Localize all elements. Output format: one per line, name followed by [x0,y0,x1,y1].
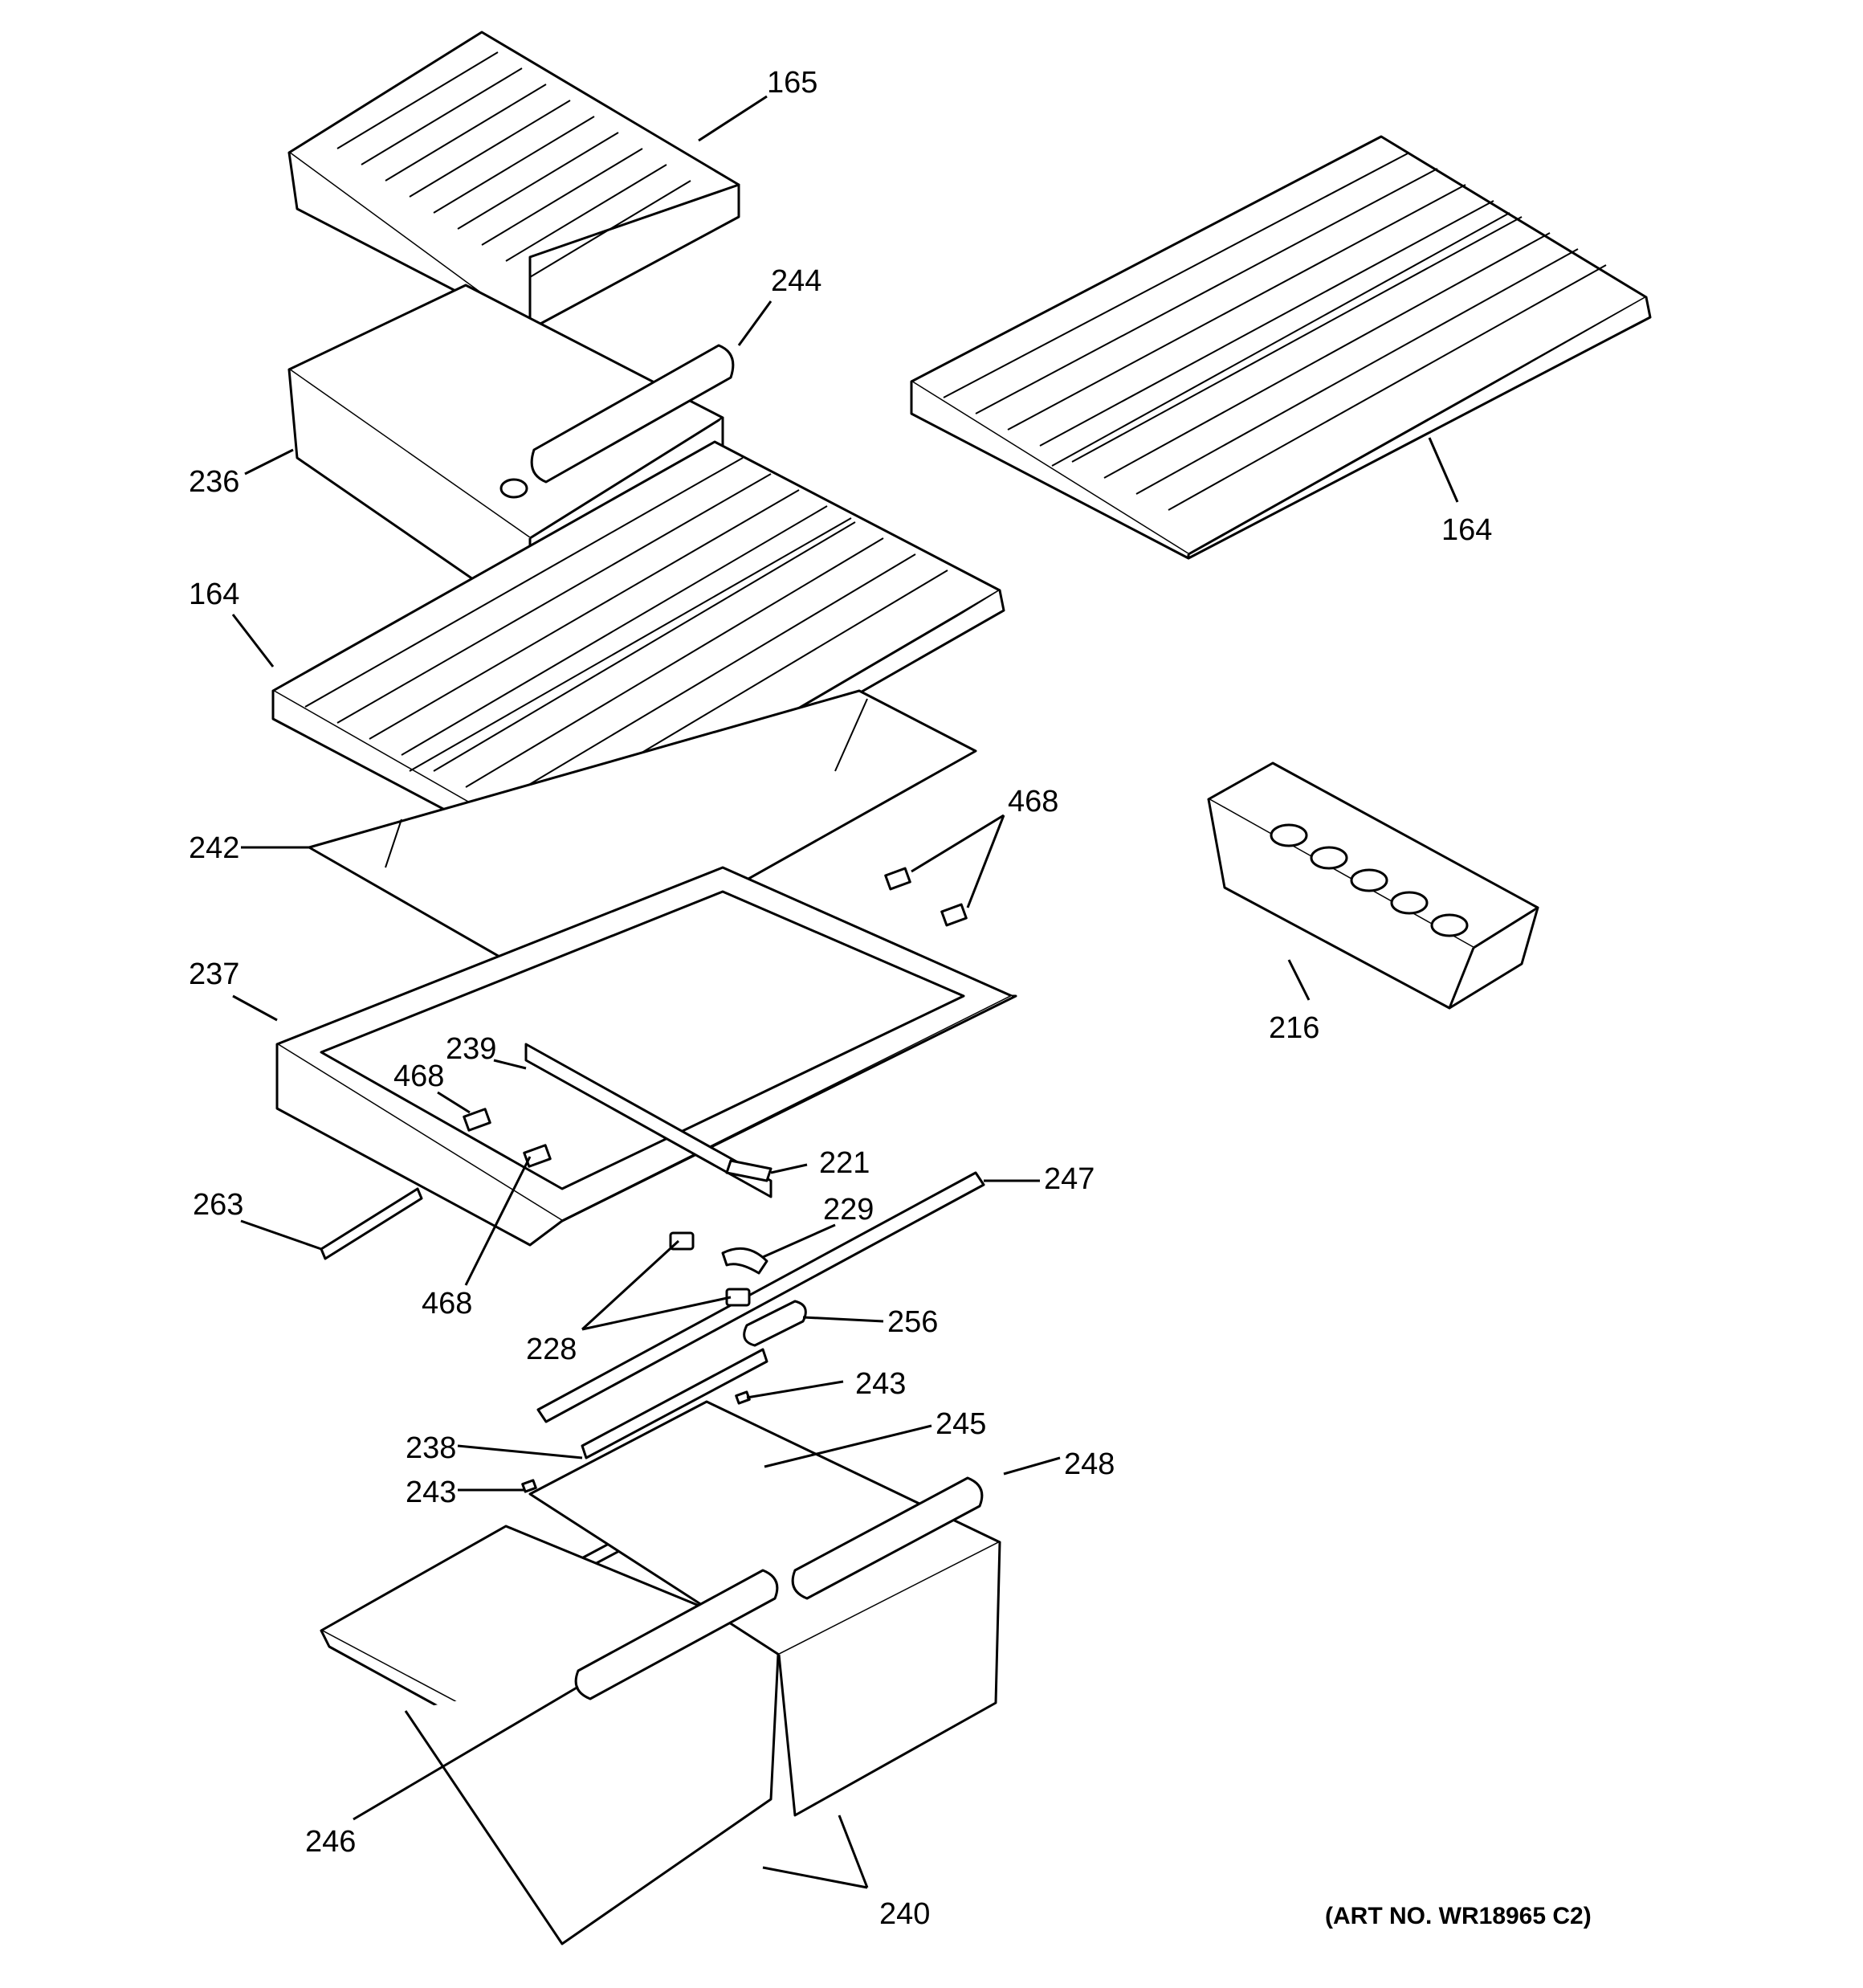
callout-165: 165 [767,66,817,100]
part-crisper-frame [275,866,1017,1247]
part-clip-243-b [521,1479,537,1493]
callout-164-right: 164 [1441,513,1492,547]
callout-244: 244 [771,264,821,298]
callout-245: 245 [936,1407,986,1441]
part-clip-243-a [735,1390,751,1405]
part-crisper-cover [287,31,740,331]
callout-468-low: 468 [422,1287,472,1321]
callout-468-mid: 468 [393,1059,444,1093]
part-egg-bin [1207,761,1539,1010]
callout-243-top: 243 [855,1367,906,1401]
callout-243-low: 243 [406,1476,456,1509]
callout-229: 229 [823,1193,874,1227]
callout-236: 236 [189,465,239,499]
callout-238: 238 [406,1431,456,1465]
part-bottom-rail [320,1187,423,1260]
part-crisper-drawer-left [320,1525,781,1945]
callout-237: 237 [189,957,239,991]
callout-242: 242 [189,831,239,865]
callout-240: 240 [879,1897,930,1931]
part-drawer-handle-248 [791,1476,984,1600]
callout-256: 256 [887,1305,938,1339]
callout-164-left: 164 [189,578,239,611]
part-crisper-drawer-right [528,1400,1001,1817]
art-number: (ART NO. WR18965 C2) [1325,1903,1592,1929]
part-crisper-handle [530,344,735,484]
callout-228: 228 [526,1333,577,1366]
part-glass-panel [308,689,977,990]
leader-lines [231,95,1459,1889]
callout-labels: 165 244 236 164 164 242 468 216 237 239 … [189,66,1592,1931]
part-wire-shelf-right [910,135,1652,560]
part-clip-468-b [463,1108,491,1132]
part-clip-468-a [884,867,968,927]
callout-221: 221 [819,1146,870,1180]
callout-247: 247 [1044,1162,1095,1196]
callout-216: 216 [1269,1011,1319,1045]
part-slide-rail [524,1043,773,1198]
part-damper-256 [743,1300,807,1347]
callout-239: 239 [446,1032,496,1066]
callout-248: 248 [1064,1447,1115,1481]
part-cam-229 [721,1247,768,1275]
callout-246: 246 [305,1825,356,1859]
part-clip-468-c [523,1144,552,1168]
callout-263: 263 [193,1188,243,1222]
part-rail-bracket [725,1159,773,1182]
part-drawer-handle-246 [574,1569,779,1700]
part-long-rail [536,1171,985,1423]
part-roller-228 [669,1231,751,1307]
callout-468-top: 468 [1008,785,1058,818]
part-divider-bar [581,1348,768,1459]
